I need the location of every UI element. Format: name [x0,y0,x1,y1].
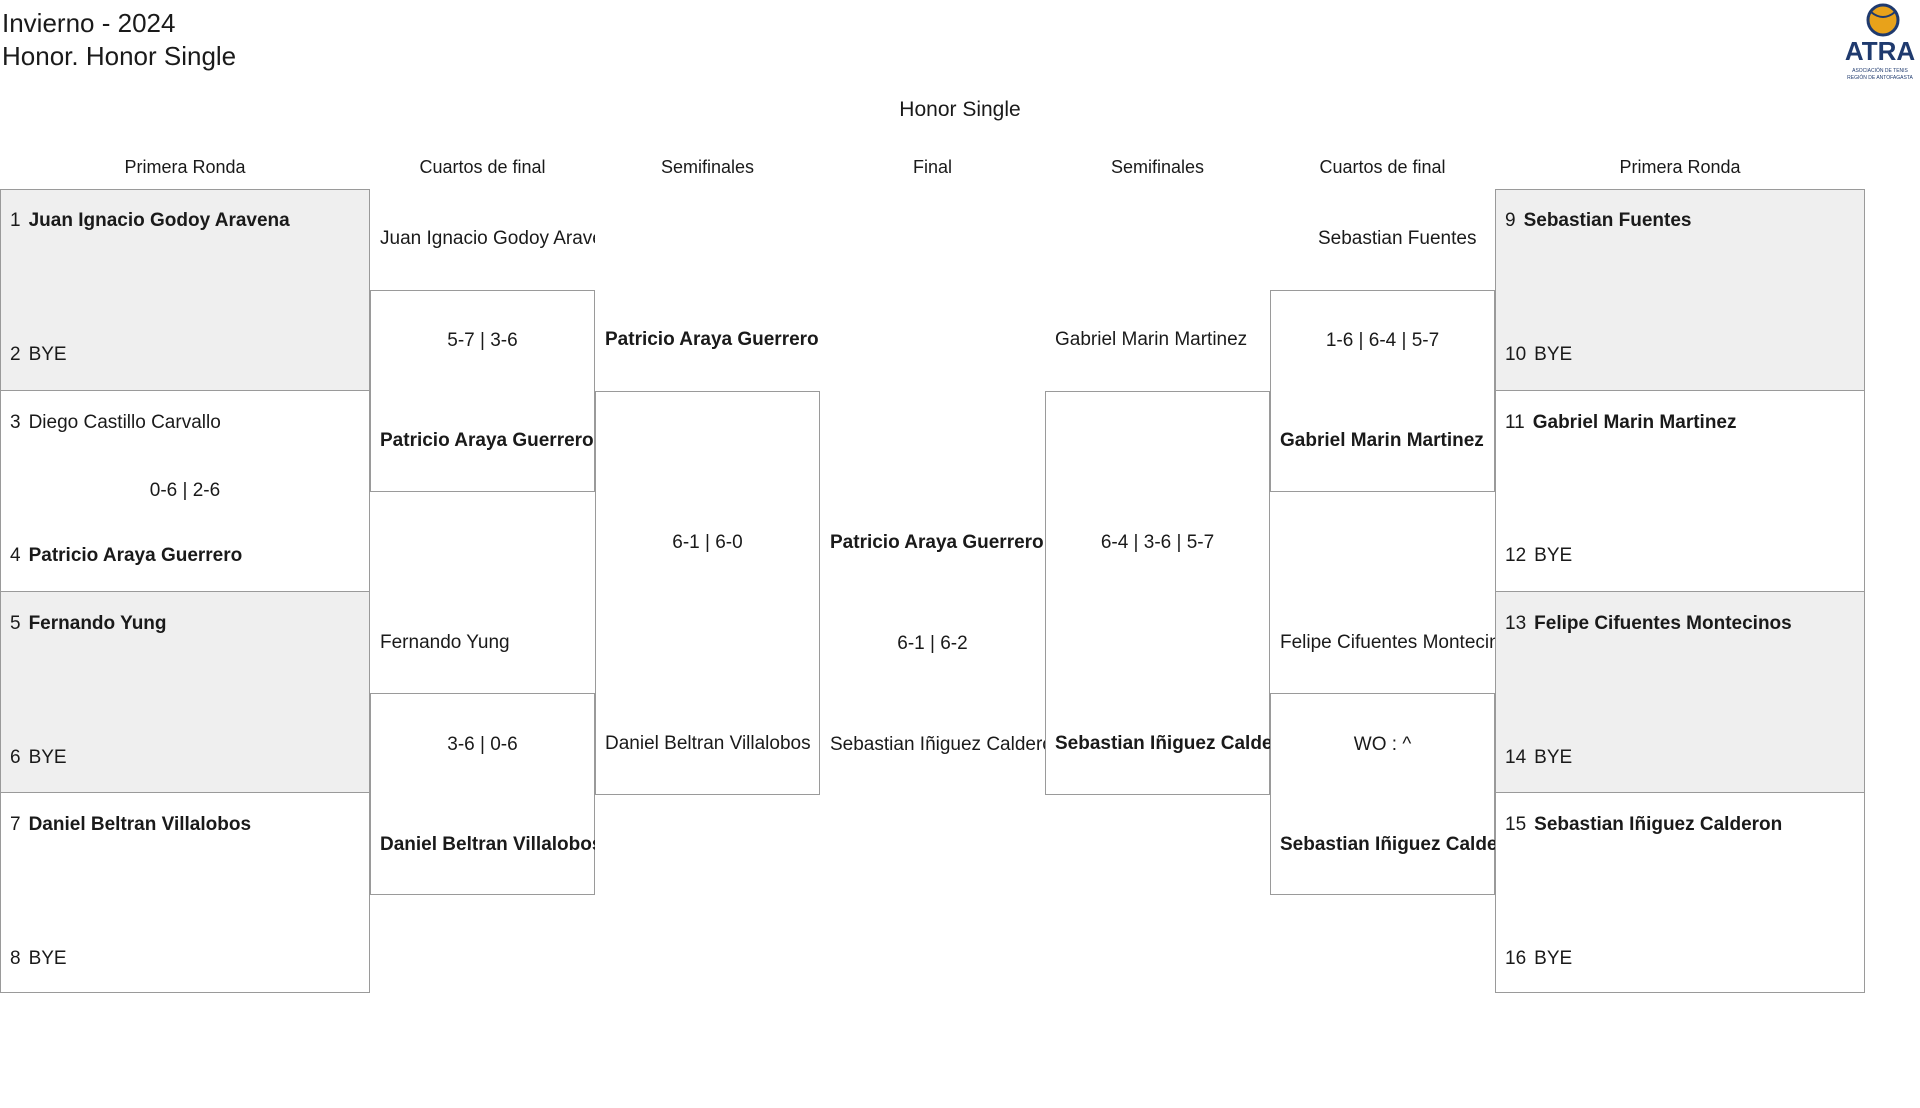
seed-number: 1 [10,210,21,231]
player-row-5[interactable]: 5 Fernando Yung [10,613,167,635]
seed-number: 16 [1505,948,1527,969]
final-bottom-player[interactable]: Sebastian Iñiguez Calderon [830,734,1045,755]
player-row-14[interactable]: 14 BYE [1505,747,1572,769]
sf-left-top-player[interactable]: Patricio Araya Guerrero [605,329,819,350]
match-box-qf-right-1 [1270,290,1495,492]
qf-right-1-bottom-player[interactable]: Gabriel Marin Martinez [1280,430,1484,451]
seed-number: 8 [10,948,21,969]
player-row-16[interactable]: 16 BYE [1505,948,1572,970]
round-header-right-r1: Primera Ronda [1619,157,1741,177]
qf-left-1-score: 5-7 | 3-6 [447,330,518,351]
match-box-r1-4 [0,792,370,993]
player-name: Sebastian Iñiguez Calderon [1534,814,1783,835]
seed-number: 13 [1505,613,1527,634]
player-name: Felipe Cifuentes Montecinos [1534,613,1792,634]
player-row-12[interactable]: 12 BYE [1505,545,1572,567]
match-box-r1-3 [0,591,370,793]
player-name: Sebastian Fuentes [1523,210,1692,231]
sf-right-bottom-player[interactable]: Sebastian Iñiguez Calderon [1055,733,1270,754]
sf-left-bottom-player[interactable]: Daniel Beltran Villalobos [605,733,811,754]
seed-number: 4 [10,545,21,566]
seed-number: 6 [10,747,21,768]
player-row-7[interactable]: 7 Daniel Beltran Villalobos [10,814,251,836]
player-name: BYE [28,747,67,768]
player-row-11[interactable]: 11 Gabriel Marin Martinez [1505,412,1737,434]
qf-left-2-top-player[interactable]: Fernando Yung [380,632,510,653]
round-header-right-qf: Cuartos de final [1319,157,1446,177]
seed-number: 3 [10,412,21,433]
match-box-sf-right [1045,391,1270,795]
round-header-left-qf: Cuartos de final [419,157,546,177]
player-name: BYE [28,344,67,365]
match-box-r1-8 [1495,792,1865,993]
player-name: BYE [1534,344,1573,365]
player-name: Gabriel Marin Martinez [1532,412,1737,433]
qf-right-2-bottom-player[interactable]: Sebastian Iñiguez Calderon [1280,834,1495,855]
player-row-15[interactable]: 15 Sebastian Iñiguez Calderon [1505,814,1782,836]
seed-number: 10 [1505,344,1527,365]
sf-left-score: 6-1 | 6-0 [672,532,743,553]
seed-number: 14 [1505,747,1527,768]
qf-right-1-score: 1-6 | 6-4 | 5-7 [1325,330,1440,351]
player-row-6[interactable]: 6 BYE [10,747,67,769]
player-row-3[interactable]: 3 Diego Castillo Carvallo [10,412,221,434]
match-box-sf-left [595,391,820,795]
logo-subtext-1: ASOCIACIÓN DE TENIS [1852,67,1908,74]
player-name: BYE [1534,747,1573,768]
seed-number: 2 [10,344,21,365]
player-name: BYE [1534,545,1573,566]
player-row-8[interactable]: 8 BYE [10,948,67,970]
player-row-4[interactable]: 4 Patricio Araya Guerrero [10,545,242,567]
seed-number: 5 [10,613,21,634]
qf-right-2-top-player[interactable]: Felipe Cifuentes Montecinos [1280,632,1495,653]
match-score-r1-2: 0-6 | 2-6 [149,480,221,501]
seed-number: 15 [1505,814,1527,835]
final-top-player[interactable]: Patricio Araya Guerrero [830,532,1044,553]
player-name: BYE [28,948,67,969]
qf-right-1-top-player[interactable]: Sebastian Fuentes [1318,228,1477,249]
logo-text: ATRA [1845,36,1916,66]
match-box-r1-7 [1495,591,1865,793]
player-name: Patricio Araya Guerrero [28,545,243,566]
seed-number: 9 [1505,210,1516,231]
match-box-qf-right-2 [1270,693,1495,895]
seed-number: 12 [1505,545,1527,566]
final-score: 6-1 | 6-2 [897,633,968,654]
player-row-9[interactable]: 9 Sebastian Fuentes [1505,210,1691,232]
match-box-r1-5 [1495,189,1865,391]
round-header-right-sf: Semifinales [1110,157,1205,177]
match-box-r1-1 [0,189,370,391]
player-name: Fernando Yung [28,613,167,634]
match-box-qf-left-1 [370,290,595,492]
qf-left-2-score: 3-6 | 0-6 [447,734,518,755]
match-box-qf-left-2 [370,693,595,895]
player-row-1[interactable]: 1 Juan Ignacio Godoy Aravena [10,210,290,232]
qf-left-1-bottom-player[interactable]: Patricio Araya Guerrero [380,430,594,451]
player-row-2[interactable]: 2 BYE [10,344,67,366]
logo-subtext-2: REGIÓN DE ANTOFAGASTA [1847,74,1913,81]
qf-left-1-top-player[interactable]: Juan Ignacio Godoy Aravena [380,228,595,249]
atra-logo: ATRA ASOCIACIÓN DE TENIS REGIÓN DE ANTOF… [1843,2,1917,82]
category-title: Honor. Honor Single [2,41,237,71]
sf-right-top-player[interactable]: Gabriel Marin Martinez [1055,329,1248,350]
player-row-10[interactable]: 10 BYE [1505,344,1572,366]
seed-number: 11 [1505,412,1525,433]
player-name: Daniel Beltran Villalobos [28,814,252,835]
bracket-title: Honor Single [899,98,1021,121]
player-name: BYE [1534,948,1573,969]
round-header-left-sf: Semifinales [660,157,755,177]
qf-left-2-bottom-player[interactable]: Daniel Beltran Villalobos [380,834,595,855]
sf-right-score: 6-4 | 3-6 | 5-7 [1100,532,1215,553]
tennis-ball-icon: ATRA ASOCIACIÓN DE TENIS REGIÓN DE ANTOF… [1845,3,1916,81]
seed-number: 7 [10,814,21,835]
season-title: Invierno - 2024 [2,8,176,38]
qf-right-2-score: WO : ^ [1353,734,1412,755]
player-name: Juan Ignacio Godoy Aravena [28,210,290,231]
round-header-final: Final [912,157,952,177]
player-row-13[interactable]: 13 Felipe Cifuentes Montecinos [1505,613,1792,635]
round-header-left-r1: Primera Ronda [124,157,246,177]
player-name: Diego Castillo Carvallo [28,412,221,433]
